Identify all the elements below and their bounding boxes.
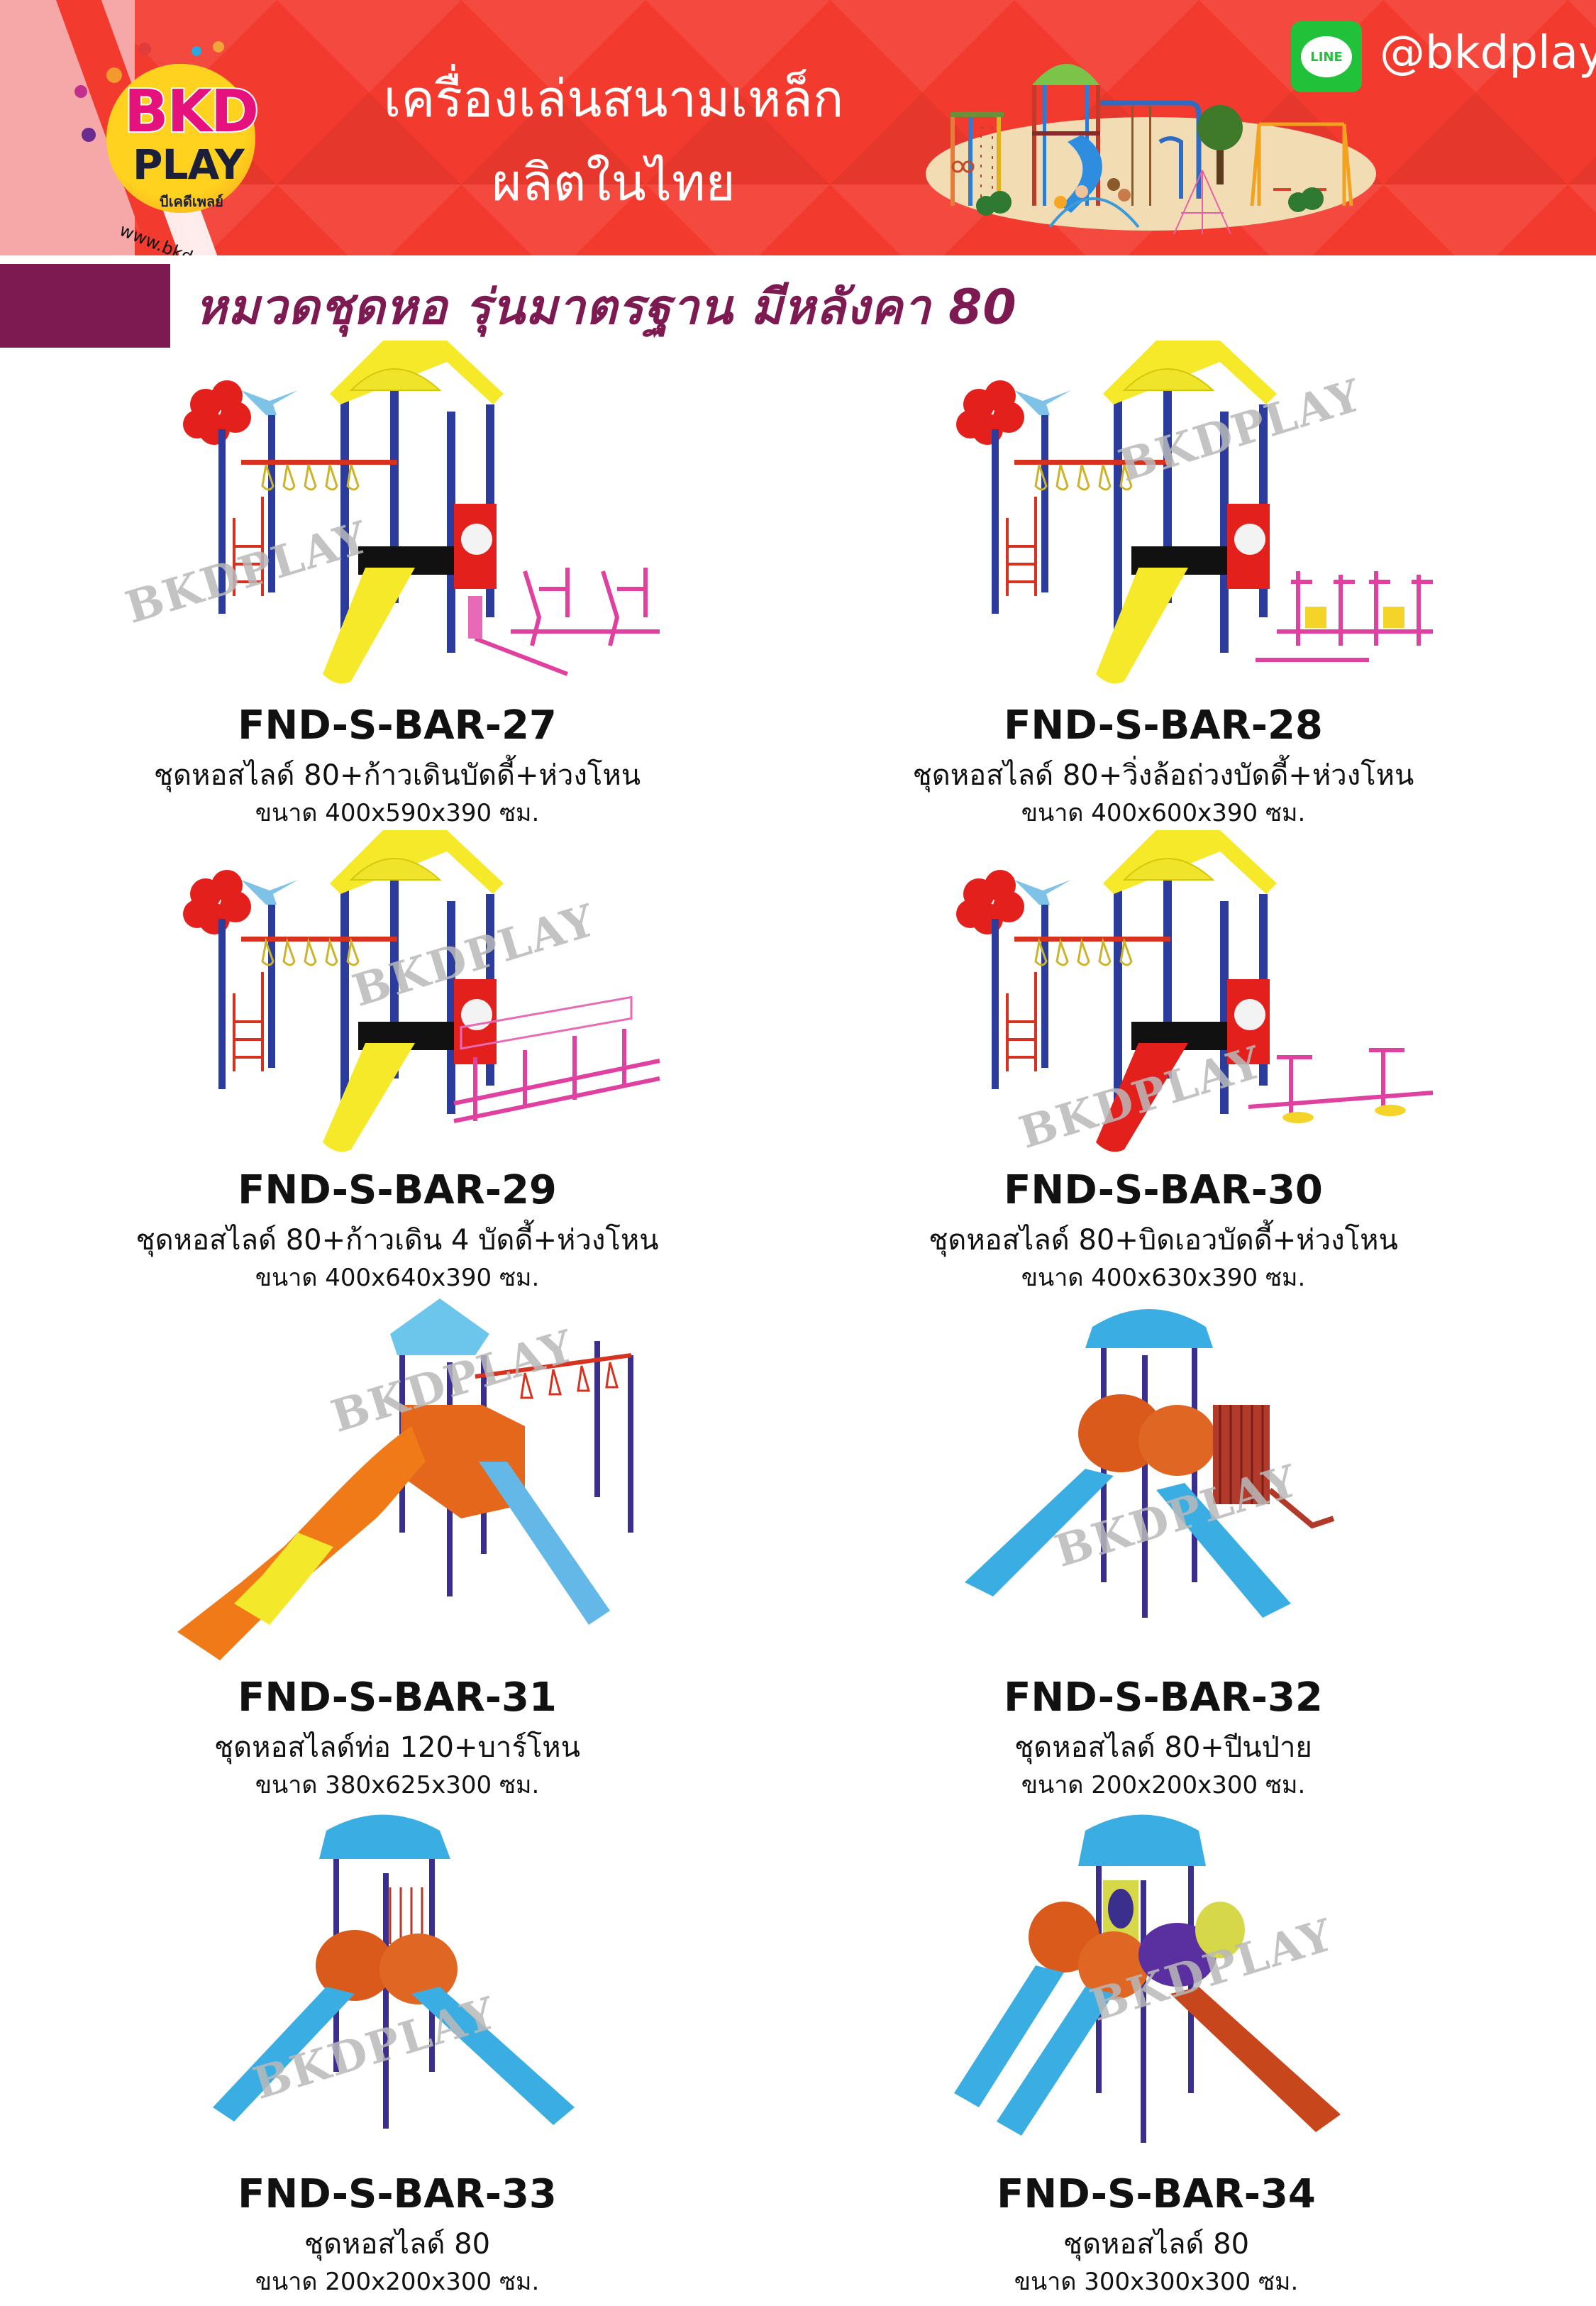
product-code: FND-S-BAR-27 xyxy=(238,702,557,749)
product-description: ชุดหอสไลด์ 80 xyxy=(1063,2228,1250,2261)
product-size: ขนาด 400x590x390 ซม. xyxy=(255,799,540,827)
playground-tower-image xyxy=(965,1309,1335,1618)
product-code: FND-S-BAR-30 xyxy=(1004,1167,1323,1213)
product-description: ชุดหอสไลด์ 80+วิ่งล้อถ่วงบัดดี้+ห่วงโหน xyxy=(912,759,1414,792)
product-code: FND-S-BAR-28 xyxy=(1004,702,1323,749)
product-code: FND-S-BAR-31 xyxy=(238,1675,557,1721)
product-card[interactable]: BKDPLAY FND-S-BAR-27 ชุดหอสไลด์ 80+ก้าวเ… xyxy=(43,333,752,830)
product-size: ขนาด 200x200x300 ซม. xyxy=(255,2268,540,2296)
line-app-icon[interactable]: LINE xyxy=(1291,21,1362,92)
product-size: ขนาด 400x640x390 ซม. xyxy=(255,1264,540,1292)
section-accent-bar xyxy=(0,264,170,348)
playground-tower-image xyxy=(213,1814,575,2129)
product-description: ชุดหอสไลด์ 80 xyxy=(304,2228,491,2261)
product-size: ขนาด 400x630x390 ซม. xyxy=(1021,1264,1306,1292)
product-card[interactable]: BKDPLAY FND-S-BAR-33 ชุดหอสไลด์ 80 ขนาด … xyxy=(43,1802,752,2306)
product-description: ชุดหอสไลด์ 80+ก้าวเดินบัดดี้+ห่วงโหน xyxy=(153,759,641,792)
banner-title: เครื่องเล่นสนามเหล็ก ผลิตในไทย xyxy=(358,57,869,224)
line-handle[interactable]: @bkdplay xyxy=(1380,27,1596,79)
product-card[interactable]: BKDPLAY FND-S-BAR-31 ชุดหอสไลด์ท่อ 120+บ… xyxy=(43,1291,752,1802)
playground-illustration xyxy=(926,28,1380,241)
product-card[interactable]: BKDPLAY FND-S-BAR-28 ชุดหอสไลด์ 80+วิ่งล… xyxy=(809,333,1518,830)
logo-circle xyxy=(106,64,255,213)
playground-tower-image xyxy=(956,830,1434,1152)
product-code: FND-S-BAR-29 xyxy=(238,1167,557,1213)
product-size: ขนาด 400x600x390 ซม. xyxy=(1021,799,1306,827)
product-code: FND-S-BAR-34 xyxy=(997,2171,1316,2217)
product-size: ขนาด 300x300x300 ซม. xyxy=(1014,2268,1299,2296)
product-description: ชุดหอสไลด์ 80+ก้าวเดิน 4 บัดดี้+ห่วงโหน xyxy=(135,1224,659,1257)
playground-tower-image xyxy=(183,341,660,684)
playground-tower-image xyxy=(183,830,660,1152)
banner-title-line1: เครื่องเล่นสนามเหล็ก xyxy=(383,69,844,128)
banner-title-line2: ผลิตในไทย xyxy=(492,153,736,212)
logo-text-play: PLAY xyxy=(133,140,245,189)
section-title: หมวดชุดหอ รุ่นมาตรฐาน มีหลังคา 80 xyxy=(195,280,1017,336)
product-description: ชุดหอสไลด์ 80+บิดเอวบัดดี้+ห่วงโหน xyxy=(929,1224,1398,1257)
product-card[interactable]: BKDPLAY FND-S-BAR-32 ชุดหอสไลด์ 80+ปีนป่… xyxy=(809,1291,1518,1802)
header-banner: BKD PLAY บีเคดีเพลย์ www.bkdplay.com เคร… xyxy=(0,0,1596,255)
product-size: ขนาด 200x200x300 ซม. xyxy=(1021,1771,1306,1799)
product-description: ชุดหอสไลด์ 80+ปีนป่าย xyxy=(1014,1731,1312,1764)
product-size: ขนาด 380x625x300 ซม. xyxy=(255,1771,540,1799)
product-description: ชุดหอสไลด์ท่อ 120+บาร์โหน xyxy=(214,1731,581,1764)
logo-text-bkd: BKD xyxy=(123,77,260,147)
playground-tower-image xyxy=(177,1298,633,1660)
product-card[interactable]: BKDPLAY FND-S-BAR-34 ชุดหอสไลด์ 80 ขนาด … xyxy=(802,1802,1511,2306)
bkdplay-logo: BKD PLAY บีเคดีเพลย์ www.bkdplay.com xyxy=(67,28,294,255)
product-card[interactable]: BKDPLAY FND-S-BAR-30 ชุดหอสไลด์ 80+บิดเอ… xyxy=(809,823,1518,1306)
product-code: FND-S-BAR-32 xyxy=(1004,1675,1323,1721)
line-logo-bubble: LINE xyxy=(1301,36,1352,77)
playground-tower-image xyxy=(956,341,1433,684)
product-code: FND-S-BAR-33 xyxy=(238,2171,557,2217)
playground-tower-image xyxy=(954,1814,1341,2143)
logo-text-thai: บีเคดีเพลย์ xyxy=(160,193,223,210)
product-card[interactable]: BKDPLAY FND-S-BAR-29 ชุดหอสไลด์ 80+ก้าวเ… xyxy=(43,823,752,1306)
playground-icon xyxy=(951,64,1353,235)
